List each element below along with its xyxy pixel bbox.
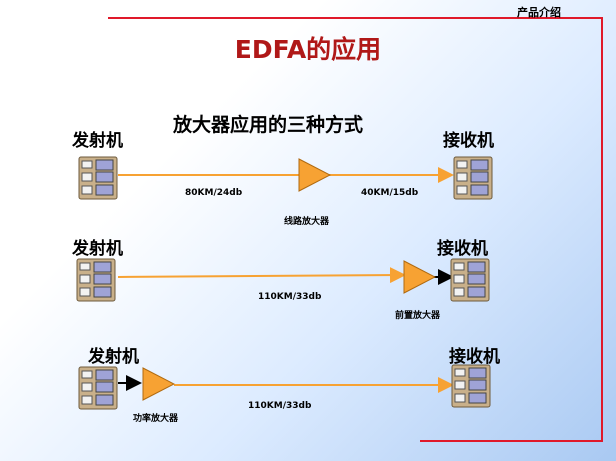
transmitter-device-icon (78, 366, 118, 410)
receiver-label-2: 接收机 (437, 239, 488, 259)
receiver-label-1: 接收机 (443, 131, 494, 151)
link-label-1a: 80KM/24db (185, 188, 243, 198)
link-label-2: 110KM/33db (258, 292, 322, 302)
receiver-device-icon (453, 156, 493, 200)
section-label: 产品介绍 (517, 6, 561, 19)
transmitter-label-3: 发射机 (88, 347, 139, 367)
amplifier-label-1: 线路放大器 (284, 217, 330, 227)
transmitter-label-1: 发射机 (72, 131, 123, 151)
power-amplifier-icon (142, 367, 175, 401)
line-amplifier-icon (298, 158, 331, 192)
frame-bottom-line (420, 440, 603, 442)
transmitter-device-icon (76, 258, 116, 302)
receiver-device-icon (451, 364, 491, 408)
frame-top-line (108, 17, 603, 19)
page-subtitle: 放大器应用的三种方式 (173, 114, 364, 136)
transmitter-device-icon (78, 156, 118, 200)
frame-right-line (601, 17, 603, 442)
amplifier-label-3: 功率放大器 (133, 414, 179, 424)
page-title: EDFA的应用 (234, 35, 382, 64)
receiver-label-3: 接收机 (449, 347, 500, 367)
link-label-3: 110KM/33db (248, 401, 312, 411)
transmitter-label-2: 发射机 (72, 239, 123, 259)
preamplifier-icon (403, 260, 436, 294)
amplifier-label-2: 前置放大器 (395, 311, 441, 321)
receiver-device-icon (450, 258, 490, 302)
link-line-2 (117, 267, 406, 284)
link-label-1b: 40KM/15db (361, 188, 419, 198)
